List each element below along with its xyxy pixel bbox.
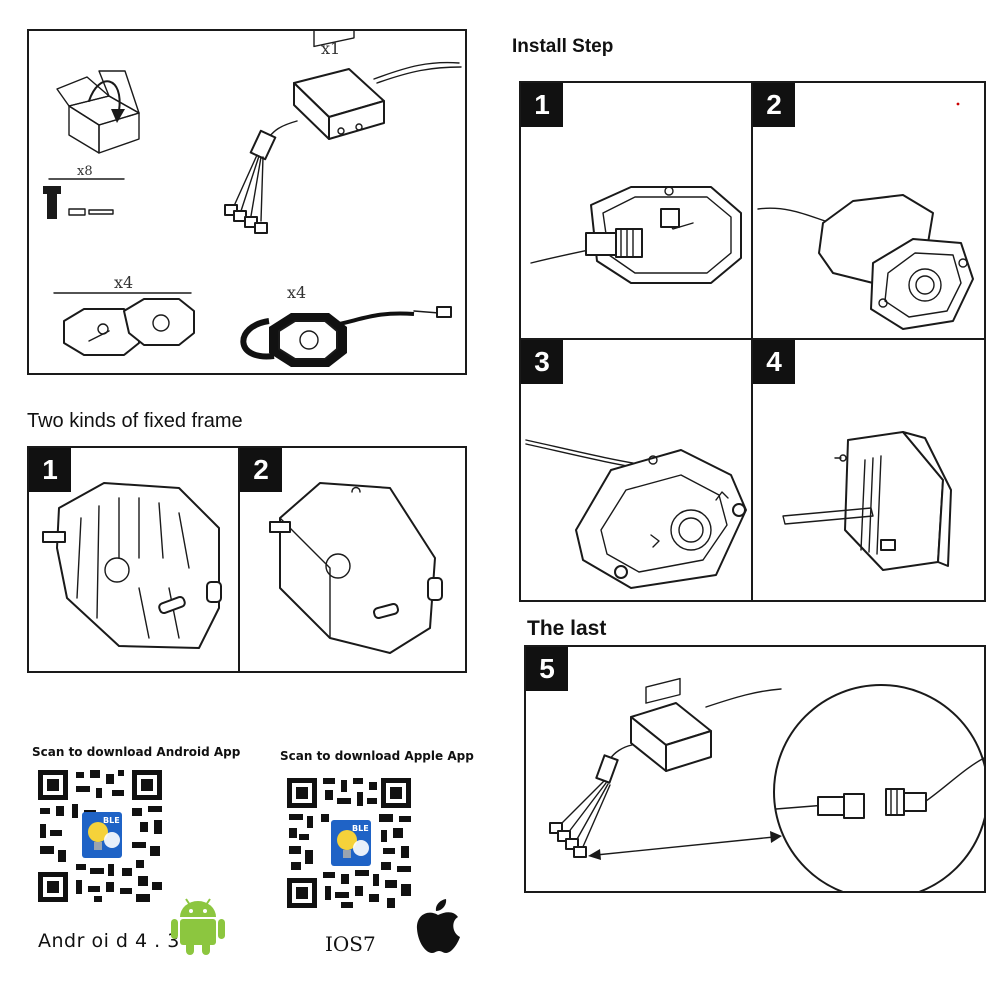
qty-lights: x4 <box>287 283 307 302</box>
wire-harness-drawing <box>224 120 298 234</box>
install-step-1-drawing <box>530 186 742 284</box>
package-contents-panel: x1 x8 x4 x4 <box>27 29 467 375</box>
open-box-icon <box>56 70 140 154</box>
frame-kind-1-number: 1 <box>29 448 71 492</box>
package-contents-drawing <box>43 31 462 367</box>
control-box-drawing <box>293 31 462 140</box>
install-step-4-number: 4 <box>753 340 795 384</box>
android-version-label: Andr oi d 4 . 3 <box>38 930 180 952</box>
qty-screws: x8 <box>77 164 93 179</box>
android-robot-shape <box>171 898 225 955</box>
install-step-1-number: 1 <box>521 83 563 127</box>
frame-kind-2-number: 2 <box>240 448 282 492</box>
apple-logo-icon <box>414 897 462 955</box>
install-step-1-panel: 1 <box>519 81 753 340</box>
apple-qr-code[interactable]: BLE <box>285 776 415 912</box>
install-step-4-panel: 4 <box>751 338 986 602</box>
install-step-2-number: 2 <box>753 83 795 127</box>
lights-drawing <box>240 306 452 367</box>
final-step-number: 5 <box>526 647 568 691</box>
frame-kind-1-drawing <box>42 482 222 649</box>
apple-logo-shape <box>416 899 460 953</box>
screws-drawing <box>43 178 125 219</box>
android-robot-icon <box>170 895 226 957</box>
frame-kind-1-panel: 1 <box>27 446 240 673</box>
qty-control-box: x1 <box>321 39 341 58</box>
android-qr-badge: BLE <box>103 816 120 825</box>
android-qr-code[interactable]: BLE <box>36 768 166 906</box>
fixed-frame-title: Two kinds of fixed frame <box>27 410 243 432</box>
install-step-3-drawing <box>525 439 747 589</box>
apple-qr-badge: BLE <box>352 824 369 833</box>
install-step-3-number: 3 <box>521 340 563 384</box>
final-step-drawing <box>549 677 984 891</box>
install-step-3-panel: 3 <box>519 338 753 602</box>
apple-qr-image <box>285 776 415 912</box>
install-step-4-drawing <box>782 431 952 571</box>
frames-drawing <box>53 292 195 356</box>
android-app-caption: Scan to download Android App <box>32 745 241 759</box>
the-last-title: The last <box>527 617 607 640</box>
android-qr-image <box>36 768 166 906</box>
install-step-2-panel: 2 <box>751 81 986 340</box>
frame-kind-2-panel: 2 <box>238 446 467 673</box>
frame-kind-2-drawing <box>269 482 443 654</box>
qty-frames: x4 <box>114 273 134 292</box>
final-step-panel: 5 <box>524 645 986 893</box>
install-step-2-drawing <box>757 102 974 330</box>
apple-app-caption: Scan to download Apple App <box>280 749 474 763</box>
ios-version-label: IOS7 <box>325 932 376 956</box>
install-step-title: Install Step <box>512 36 614 57</box>
